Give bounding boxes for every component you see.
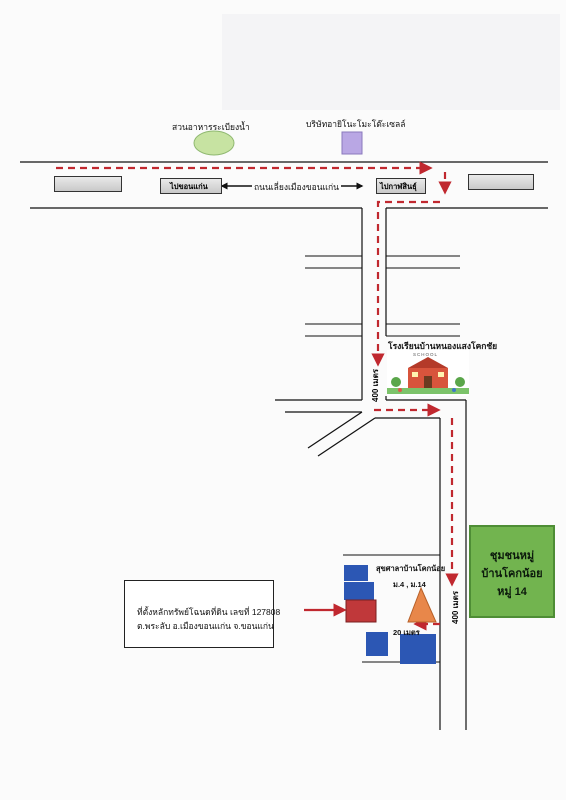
company-icon [341,131,363,155]
road-sign-blank [468,174,534,190]
diagonal-road [307,411,363,449]
scan-artifact [222,14,560,110]
road-sign-to-kalasin [376,178,426,194]
building-blue [366,632,388,656]
school-sign-label: SCHOOL [413,352,439,357]
building-blue [344,565,368,581]
parcel-location-label: ต.พระลับ อ.เมืองขอนแก่น จ.ขอนแก่น [137,621,274,631]
health-center-label: สุขศาลาบ้านโคกน้อย [376,564,446,573]
diagonal-road [317,417,376,457]
highway-name-label: ถนนเลี่ยงเมืองขอนแก่น [252,180,341,194]
company-label: บริษัทอายิโนะโมะโต๊ะเซลล์ [306,119,406,129]
restaurant-icon [193,130,235,156]
building-blue [344,582,374,600]
health-center-village-label: ม.4 , ม.14 [393,580,426,589]
distance-label-3: 20 เมตร [393,628,420,637]
road-sign-to-khonkaen [160,178,222,194]
direction-khonkaen-label: ไปขอนแก่น [170,182,208,191]
distance-label-1: 400 เมตร [371,368,380,402]
road-sign-blank [54,176,122,192]
distance-label-2: 400 เมตร [451,590,460,624]
parcel-building-red [345,599,377,623]
parcel-deed-label: ที่ตั้งหลักทรัพย์โฉนดที่ดิน เลขที่ 12780… [137,607,281,617]
restaurant-label: สวนอาหารระเบียงน้ำ [172,122,250,132]
parcel-info-box: ที่ตั้งหลักทรัพย์โฉนดที่ดิน เลขที่ 12780… [124,580,280,648]
village-label-2: บ้านโคกน้อย [481,568,543,580]
village-label-1: ชุมชนหมู่ [489,550,535,562]
building-blue [400,634,436,664]
school-illustration [387,350,469,396]
village-box: ชุมชนหมู่ บ้านโคกน้อย หมู่ 14 [469,525,555,618]
route-path [56,161,459,631]
health-center-icon [407,586,437,623]
direction-kalasin-label: ไปกาฬสินธุ์ [380,182,417,191]
village-label-3: หมู่ 14 [497,586,527,598]
school-label: โรงเรียนบ้านหนองแสงโคกชัย [388,341,498,351]
